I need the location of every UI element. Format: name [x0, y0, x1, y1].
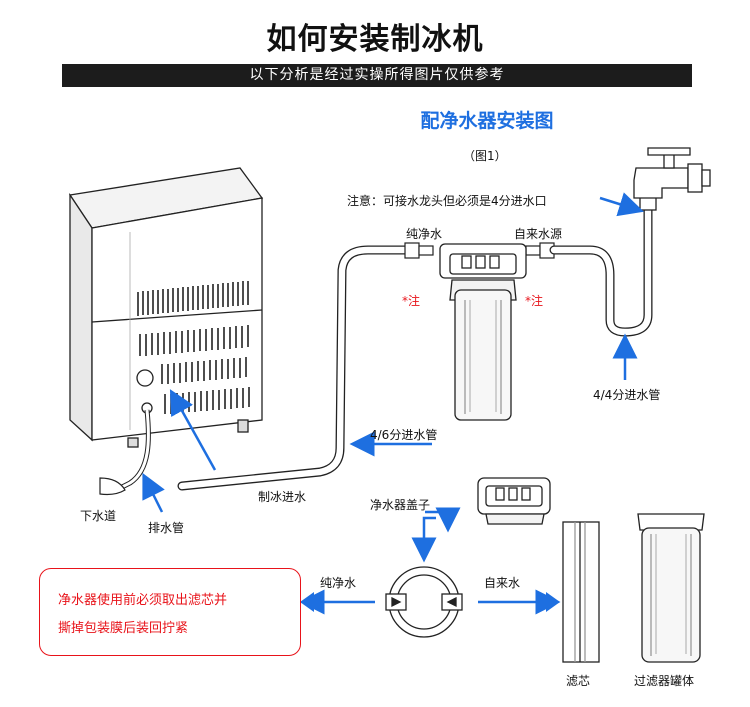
drain-outlet — [99, 477, 126, 496]
note-right: *注 — [525, 294, 544, 308]
faucet — [633, 147, 711, 211]
banner: 以下分析是经过实操所得图片仅供参考 — [62, 64, 692, 87]
tap-water-top-label: 自来水源 — [514, 227, 563, 241]
filter-core-label: 滤芯 — [566, 674, 591, 688]
tap-water-bottom-label: 自来水 — [484, 576, 521, 590]
warning-line-2: 撕掉包装膜后装回拧紧 — [58, 621, 189, 636]
ice-inlet-label: 制冰进水 — [258, 490, 307, 504]
arrows — [142, 192, 644, 615]
drain-pipe-label: 排水管 — [148, 521, 185, 535]
filter-connectors — [404, 242, 555, 259]
filter-cap-label: 净水器盖子 — [370, 498, 431, 512]
filter-cap — [477, 477, 551, 525]
pipe-4-6-label: 4/6分进水管 — [370, 428, 438, 442]
page-title: 如何安装制冰机 — [266, 22, 484, 57]
warning-line-1: 净水器使用前必须取出滤芯并 — [58, 593, 228, 608]
pipe-4-4-label: 4/4分进水管 — [593, 388, 661, 402]
cap-top-view — [385, 566, 463, 638]
drain-label: 下水道 — [80, 509, 117, 523]
pure-water-top-label: 纯净水 — [406, 227, 443, 241]
diagram-subtitle: 配净水器安装图 — [420, 110, 554, 132]
notice-label: 注意：可接水龙头但必须是4分进水口 — [347, 194, 547, 208]
filter-core — [562, 521, 600, 663]
inlet-hose-4-4 — [549, 205, 653, 337]
ice-machine — [68, 167, 264, 448]
figure-number: （图1） — [463, 149, 507, 163]
note-left: *注 — [402, 294, 421, 308]
water-filter — [439, 243, 527, 421]
filter-tank-label: 过滤器罐体 — [634, 674, 695, 688]
filter-tank — [637, 513, 705, 663]
warning-box: 净水器使用前必须取出滤芯并 撕掉包装膜后装回拧紧 — [39, 568, 301, 656]
pure-water-bottom-label: 纯净水 — [320, 576, 357, 590]
